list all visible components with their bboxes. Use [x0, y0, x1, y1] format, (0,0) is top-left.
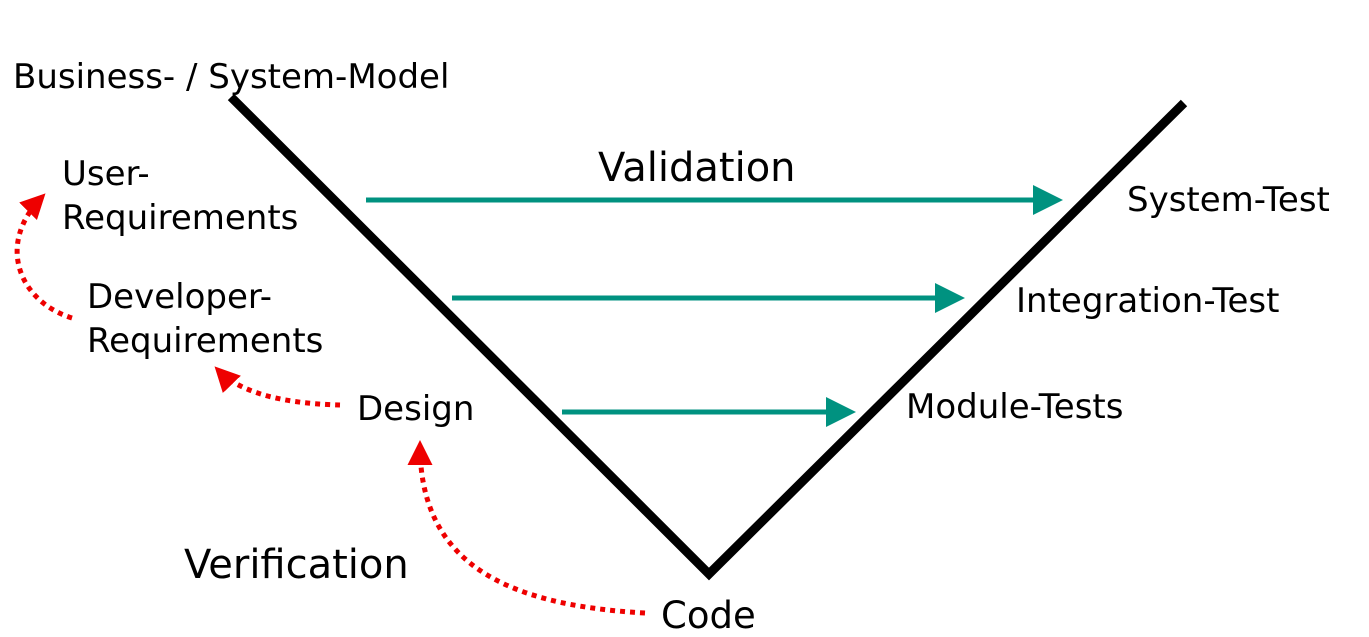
verification-arrow-devreq-to-userreq	[14, 193, 73, 321]
developer-requirements-line2: Requirements	[87, 321, 323, 361]
diagram-title: Business- / System-Model	[13, 57, 449, 97]
design-label: Design	[357, 389, 474, 429]
verification-label: Verification	[184, 542, 409, 588]
user-requirements-line2: Requirements	[62, 198, 298, 238]
verification-arrow-design-to-devreq	[214, 366, 341, 408]
developer-requirements-line1: Developer-	[87, 277, 272, 317]
user-requirements-line1: User-	[62, 154, 150, 194]
validation-label: Validation	[598, 145, 796, 191]
module-tests-label: Module-Tests	[906, 387, 1123, 427]
system-test-label: System-Test	[1127, 180, 1330, 220]
integration-test-label: Integration-Test	[1016, 281, 1279, 321]
verification-arrow-code-to-design	[407, 440, 646, 616]
code-label: Code	[661, 594, 756, 637]
v-shape	[227, 93, 1188, 581]
